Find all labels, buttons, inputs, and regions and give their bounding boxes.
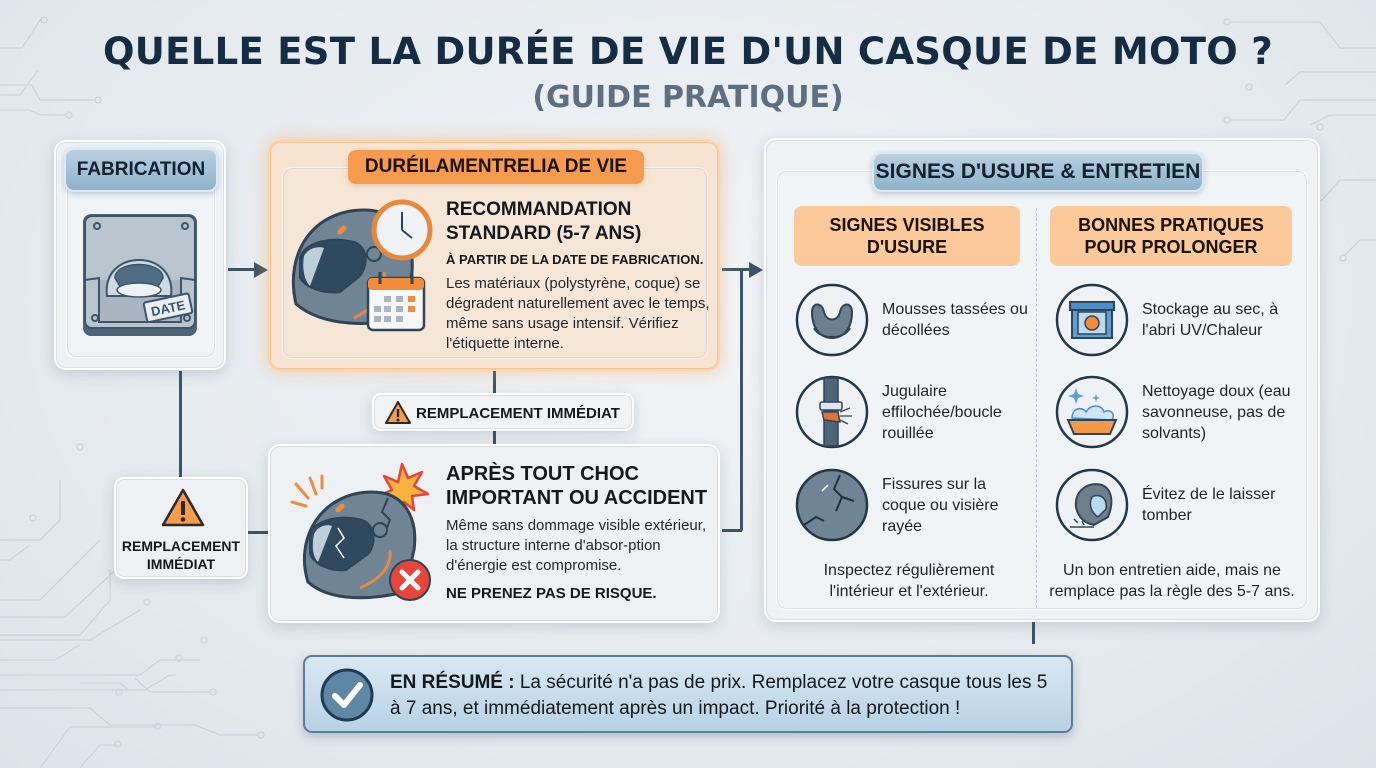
fabrication-card: FABRICATION DATE (54, 140, 226, 370)
visible-signs-footer: Inspectez régulièrement l'intérieur et l… (823, 562, 995, 600)
svg-text:DATE: DATE (150, 297, 187, 319)
fabrication-label: FABRICATION (64, 148, 218, 192)
connector-fab-down (179, 371, 182, 477)
recommendation-subtitle: À PARTIR DE LA DATE DE FABRICATION. (446, 252, 704, 267)
frayed-strap-icon (795, 375, 869, 449)
list-item: Nettoyage doux (eau savonneuse, pas de s… (1054, 374, 1302, 450)
connector-choc-out (722, 529, 742, 532)
duree-de-vie-card: DURÉILAMENTRELIA DE VIE RECOMMANDATION S… (268, 140, 720, 371)
list-item: Évitez de le laisser tomber (1054, 467, 1302, 543)
cracked-helmet-icon (290, 462, 431, 601)
connector-badge-to-choc (493, 431, 496, 444)
warning-icon (385, 401, 411, 424)
worn-foam-icon (795, 283, 869, 357)
connector-fab-to-duree (228, 268, 258, 271)
replacement-label: REMPLACEMENT IMMÉDIAT (121, 538, 241, 572)
storage-box-icon (1055, 283, 1129, 357)
list-item: Fissures sur la coque ou visière rayée (794, 467, 1022, 543)
summary-text: EN RÉSUMÉ : La sécurité n'a pas de prix.… (390, 672, 1048, 719)
good-practices-footer: Un bon entretien aide, mais ne remplace … (1049, 562, 1295, 600)
impact-body: Même sans dommage visible extérieur, la … (446, 517, 707, 574)
impact-warning: NE PRENEZ PAS DE RISQUE. (446, 585, 657, 602)
duree-de-vie-label: DURÉILAMENTRELIA DE VIE (348, 150, 644, 184)
impact-card: APRÈS TOUT CHOC IMPORTANT OU ACCIDENT Mê… (268, 444, 720, 623)
replacement-badge-left: REMPLACEMENT IMMÉDIAT (114, 477, 248, 579)
wear-maintenance-card: SIGNES D'USURE & ENTRETIEN SIGNES VISIBL… (764, 138, 1320, 622)
list-item: Jugulaire effilochée/boucle rouillée (794, 374, 1032, 450)
helmet-mold-icon: DATE (83, 214, 197, 336)
column-divider (1036, 208, 1037, 608)
page-subtitle: (GUIDE PRATIQUE) (532, 80, 844, 115)
connector-left-to-choc (248, 531, 268, 534)
arrow-head-icon (254, 262, 268, 278)
impact-title: APRÈS TOUT CHOC IMPORTANT OU ACCIDENT (446, 463, 708, 509)
soap-basin-icon (1055, 375, 1129, 449)
helmet-clock-calendar-icon (291, 199, 433, 332)
connector-duree-to-badge (493, 371, 496, 393)
replacement-label: REMPLACEMENT IMMÉDIAT (416, 405, 620, 422)
list-item: Mousses tassées ou décollées (794, 282, 1032, 358)
wear-maintenance-label: SIGNES D'USURE & ENTRETIEN (872, 152, 1204, 192)
dropping-helmet-icon (1055, 468, 1129, 542)
connector-choc-up (740, 269, 743, 531)
connector-duree-to-signes (722, 268, 752, 271)
connector-signes-to-summary (1032, 622, 1035, 644)
check-icon (320, 668, 374, 722)
list-item: Stockage au sec, à l'abri UV/Chaleur (1054, 282, 1302, 358)
cracked-shell-icon (795, 468, 869, 542)
page-title: QUELLE EST LA DURÉE DE VIE D'UN CASQUE D… (103, 30, 1273, 73)
recommendation-body: Les matériaux (polystyrène, coque) se dé… (446, 275, 710, 352)
summary-banner: EN RÉSUMÉ : La sécurité n'a pas de prix.… (303, 655, 1073, 733)
arrow-head-icon (749, 262, 763, 278)
replacement-badge-mid: REMPLACEMENT IMMÉDIAT (372, 393, 634, 431)
recommendation-title: RECOMMANDATION STANDARD (5-7 ANS) (446, 199, 642, 244)
warning-icon (161, 488, 205, 527)
